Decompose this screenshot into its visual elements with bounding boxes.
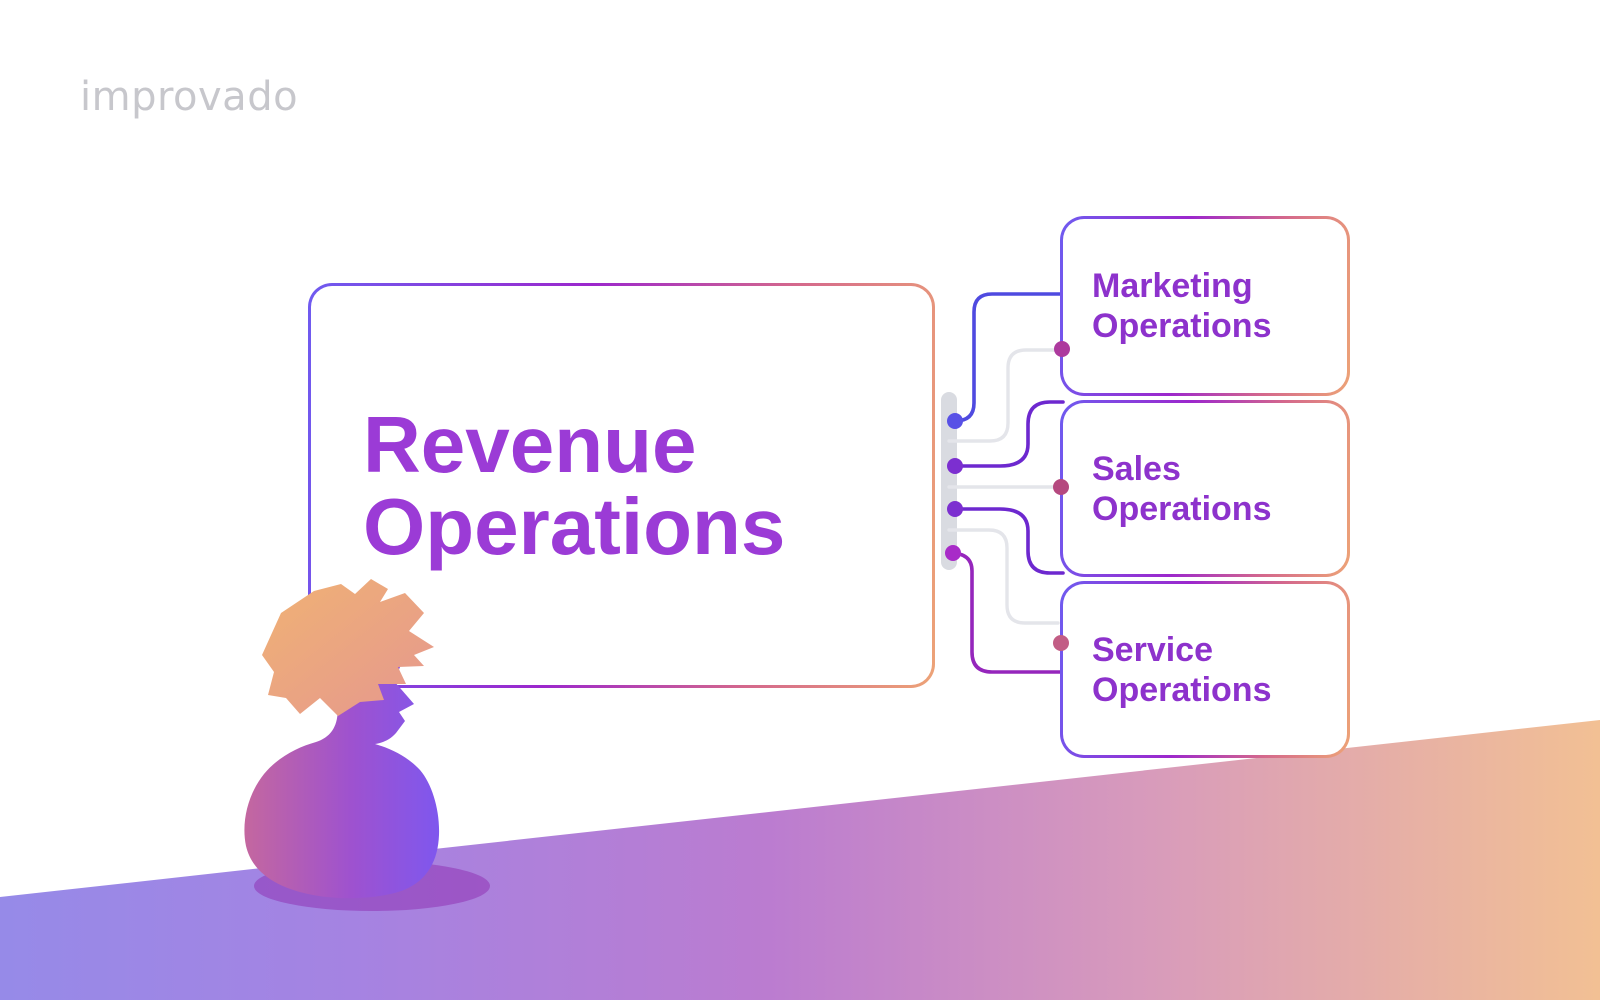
node-sales-operations: Sales Operations [1060,400,1350,577]
connector-magenta-line-service [948,551,1063,674]
node-marketing-operations: Marketing Operations [1060,216,1350,396]
connector-purple-line-sales-top [953,400,1065,468]
connector-blue-line-marketing [953,292,1062,423]
hub-dot-blue [947,413,963,429]
connector-gray-line-marketing [947,348,1058,443]
connector-purple-line-sales-bottom [953,507,1065,575]
hub-dot-purple-top [947,458,963,474]
root-label-line2: Operations [363,481,786,571]
root-label-line1: Revenue [363,399,697,489]
marketing-label-line2: Operations [1092,307,1272,345]
connector-hub-bar [941,392,957,570]
hub-dot-purple-bottom [947,501,963,517]
brand-logo: improvado [80,74,299,120]
marketing-label-line1: Marketing [1092,267,1253,305]
sales-label-line2: Operations [1092,489,1272,528]
sales-label-line1: Sales [1092,449,1181,488]
service-label-line2: Operations [1092,670,1272,709]
hub-dot-magenta [945,545,961,561]
node-service-operations: Service Operations [1060,581,1350,758]
connector-gray-line-service [947,528,1060,625]
node-revenue-operations: Revenue Operations [308,283,935,688]
service-label-line1: Service [1092,630,1213,669]
